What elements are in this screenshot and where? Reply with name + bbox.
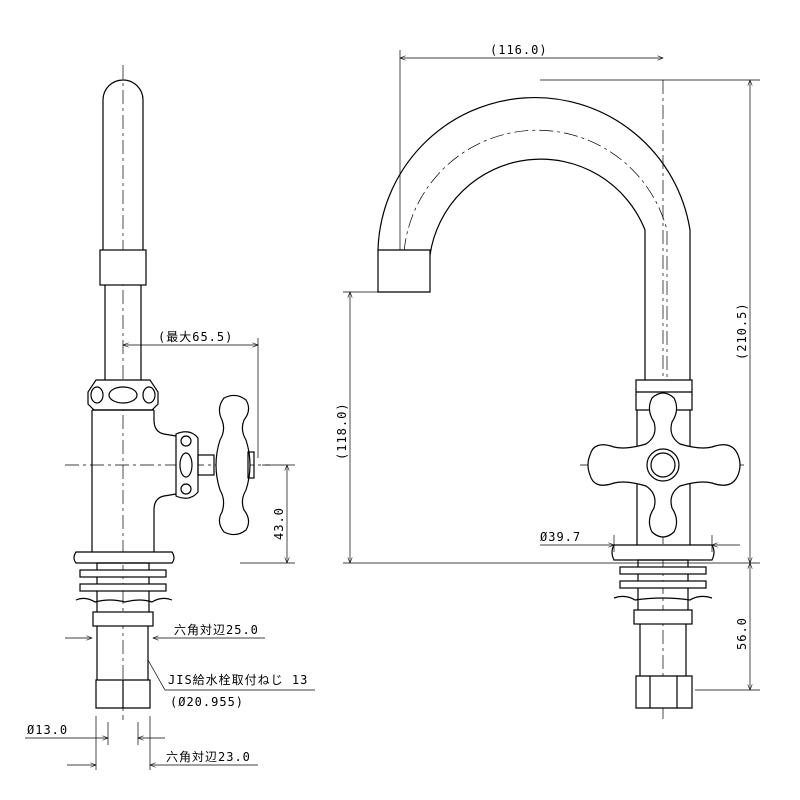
thread-spec-label: JIS給水栓取付ねじ 13 [168,672,308,687]
shank-length-label: 56.0 [735,617,749,650]
handle-cap-outer [646,448,680,482]
side-spout-tube [102,79,144,250]
hex-25-label: 六角対辺25.0 [174,623,259,637]
pipe-diameter-label: Ø13.0 [27,723,68,737]
side-hex-cap [87,379,159,411]
max-reach-label: (最大65.5) [158,330,233,344]
front-dimensions: (116.0) (210.5) (118.0) Ø39.7 56.0 [335,43,760,690]
gooseneck-outer [377,97,691,380]
front-view [377,80,745,720]
spout-reach-label: (116.0) [490,43,548,57]
side-spout-stem [104,285,142,380]
side-spout-ring [99,249,147,286]
base-diameter-label: Ø39.7 [540,530,581,544]
thread-diameter-label: (Ø20.955) [170,695,244,709]
front-base-flange [611,544,715,561]
handle-height-label: 43.0 [272,507,286,540]
side-valve-bonnet [175,431,199,499]
spout-tip [377,249,431,293]
side-pipe [96,626,149,680]
front-hex-nut-23 [635,675,693,709]
side-lock-nut [75,597,173,603]
side-hex-nut-25 [92,611,154,627]
side-dimensions: (最大65.5) 43.0 六角対辺25.0 JIS給水栓取付ねじ 13 (Ø2… [25,330,315,770]
side-view [65,65,270,720]
total-height-label: (210.5) [735,302,749,360]
handle-cap-inner [650,452,676,478]
side-washer [79,569,167,578]
spout-height-label: (118.0) [335,402,349,460]
side-body [91,410,177,552]
front-hex-nut-25 [633,609,693,625]
side-cross-handle [215,394,251,536]
hex-23-label: 六角対辺23.0 [166,750,251,764]
side-base-flange [73,551,175,564]
gooseneck-inner [429,158,646,380]
side-handle-screw [247,451,255,479]
